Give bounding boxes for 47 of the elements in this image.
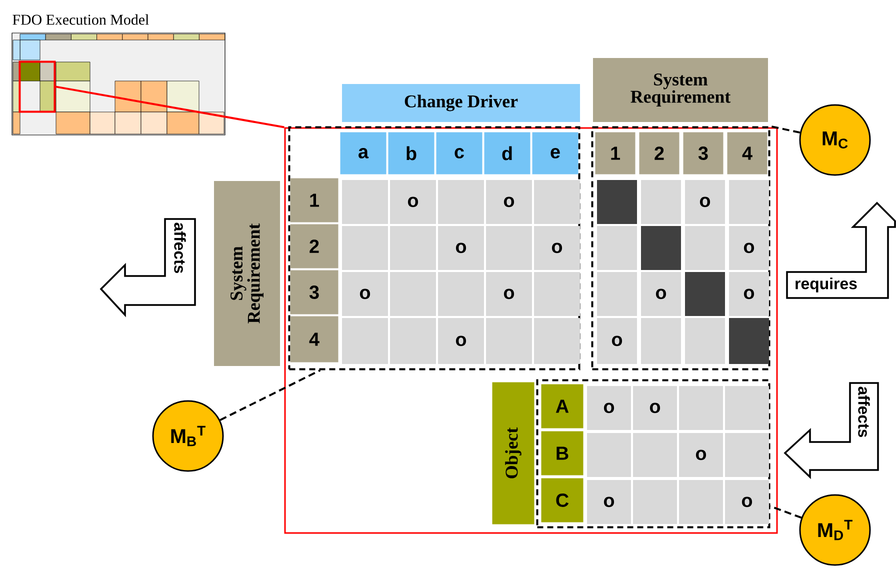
header-cell: b: [388, 132, 434, 174]
title-text: FDO Execution Model: [12, 14, 149, 25]
header-cell: 2: [639, 132, 680, 174]
header-cell: 1: [290, 178, 338, 222]
header-cell: B: [541, 431, 584, 476]
header-cell: C: [541, 478, 584, 522]
dashed-box: [536, 379, 770, 528]
header-cell: A: [541, 384, 584, 428]
table-cell: o: [597, 318, 637, 364]
header-cell: d: [484, 132, 530, 174]
thumbnail-drawing: [12, 32, 226, 136]
dashed-box: [591, 126, 770, 370]
table-cell: o: [729, 272, 769, 316]
header-band: System Requirement: [593, 58, 768, 122]
connector-line: [56, 86, 284, 128]
header-cell: e: [532, 132, 578, 174]
table-cell: o: [486, 180, 532, 224]
table-cell: o: [641, 272, 681, 316]
header-cell: a: [340, 132, 386, 174]
header-cell: 3: [683, 132, 724, 174]
header-cell: 3: [290, 270, 338, 314]
dashed-line: [770, 125, 800, 134]
table-cell: o: [438, 318, 484, 364]
header-cell: 1: [595, 132, 636, 174]
table-cell: o: [679, 433, 723, 477]
table-cell: o: [685, 180, 725, 224]
header-band: System Requirement: [214, 181, 280, 366]
table-cell: o: [729, 226, 769, 270]
header-cell: 4: [290, 316, 338, 362]
table-cell: o: [342, 272, 388, 316]
highlight-box: [18, 60, 56, 113]
dashed-line: [220, 369, 321, 421]
header-band: Change Driver: [342, 84, 580, 122]
table-cell: o: [725, 480, 769, 524]
table-cell: o: [438, 226, 484, 270]
table-cell: o: [633, 386, 677, 430]
table-cell: o: [534, 226, 580, 270]
table-cell: o: [587, 386, 631, 430]
header-cell: 2: [290, 224, 338, 268]
dashed-box: [288, 126, 580, 370]
header-band: Object: [492, 382, 534, 524]
header-cell: c: [436, 132, 482, 174]
frame-box: [284, 127, 778, 534]
header-cell: 4: [727, 132, 768, 174]
table-cell: o: [486, 272, 532, 316]
table-cell: o: [587, 480, 631, 524]
table-cell: o: [390, 180, 436, 224]
